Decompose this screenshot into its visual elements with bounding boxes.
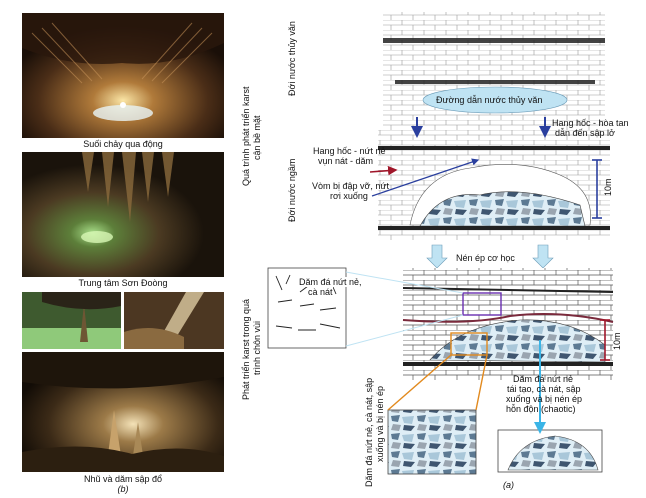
zone-phreatic-label: Đới nước ngầm (287, 158, 297, 222)
bedding-band (395, 80, 595, 84)
cave-dissolve-label-line2: dẫn đến sập lở (555, 128, 615, 138)
compacted-breccia-body (429, 319, 606, 363)
roof-collapse-label-line1: Vòm bị đập vỡ, nứt (312, 181, 389, 191)
caption-stream-through-cave: Suối chảy qua động (83, 139, 163, 149)
cave-fracture-label-line1: Hang hốc - nứt nẻ (313, 146, 386, 156)
chaotic-label-line1: Dăm đá nứt nẻ (513, 374, 574, 384)
panel-a-label: (a) (503, 480, 514, 490)
bedding-band (383, 38, 605, 43)
water-channel-conduit (422, 86, 568, 114)
leader-line-orange (475, 354, 488, 411)
process-buried-label-line1: Phát triển karst trong quá (241, 298, 251, 400)
compaction-arrow-right (532, 244, 554, 269)
photo-son-doong-center (22, 152, 224, 277)
connector-line (345, 271, 464, 294)
photo-stalagmite-pool (22, 292, 121, 349)
breccia-vertical-label-line2: xuống và bị nén ép (375, 385, 385, 462)
compaction-arrow-left (426, 244, 448, 269)
compaction-label: Nén ép cơ học (456, 253, 515, 263)
chaotic-label-line2: tái tạo, cà nát, sập (507, 384, 581, 394)
bedding-band (403, 362, 613, 366)
bedding-band (402, 313, 614, 323)
leader-line-orange (387, 354, 452, 411)
cave-dissolve-label-line1: Hang hốc - hòa tan (552, 118, 629, 128)
chaotic-label-line3: xuống và bị nén ép (506, 394, 583, 404)
collapse-breccia-pile (419, 191, 586, 227)
photo-speleothem-collapse (22, 352, 224, 472)
process-surface-label-line2: cận bề mặt (252, 115, 262, 160)
bedding-band (378, 146, 610, 150)
process-surface-label-line1: Quá trình phát triển karst (241, 86, 251, 186)
chaotic-breccia-pile (507, 435, 599, 471)
scale-bottom-label: 10m (612, 332, 622, 350)
breccia-inset-label-line1: Dăm đá nứt nẻ, (299, 277, 362, 287)
caption-son-doong-center: Trung tâm Sơn Đoòng (78, 278, 168, 288)
chaotic-label-line4: hỗn độn (chaotic) (506, 404, 576, 414)
panel-b-label: (b) (117, 484, 129, 494)
inset-frame-purple (462, 292, 502, 316)
breccia-vertical-label-line1: Dăm đá nứt nẻ, cà nát, sập (364, 377, 374, 487)
water-channel-label: Đường dẫn nước thủy văn (436, 95, 543, 105)
inset-frame-orange (450, 332, 488, 356)
pointer-arrow-red (369, 165, 398, 176)
bedding-band (378, 226, 610, 230)
cave-fracture-label-line2: vụn nát - dăm (318, 156, 374, 166)
photo-cave-light-beam (124, 292, 224, 349)
roof-collapse-label-line2: rơi xuống (330, 191, 368, 201)
inset-compacted-breccia (387, 409, 477, 475)
zone-vadose-label: Đới nước thủy văn (287, 21, 297, 96)
photo-stream-through-cave (22, 13, 224, 138)
scale-top-label: 10m (603, 178, 613, 196)
connector-line (345, 314, 464, 347)
pointer-arrow-roof (371, 158, 480, 197)
caption-speleothem-collapse: Nhũ và dăm sập đổ (83, 474, 163, 484)
process-buried-label-line2: trình chôn vùi (252, 320, 262, 375)
breccia-inset-label-line2: cà nát (308, 287, 333, 297)
